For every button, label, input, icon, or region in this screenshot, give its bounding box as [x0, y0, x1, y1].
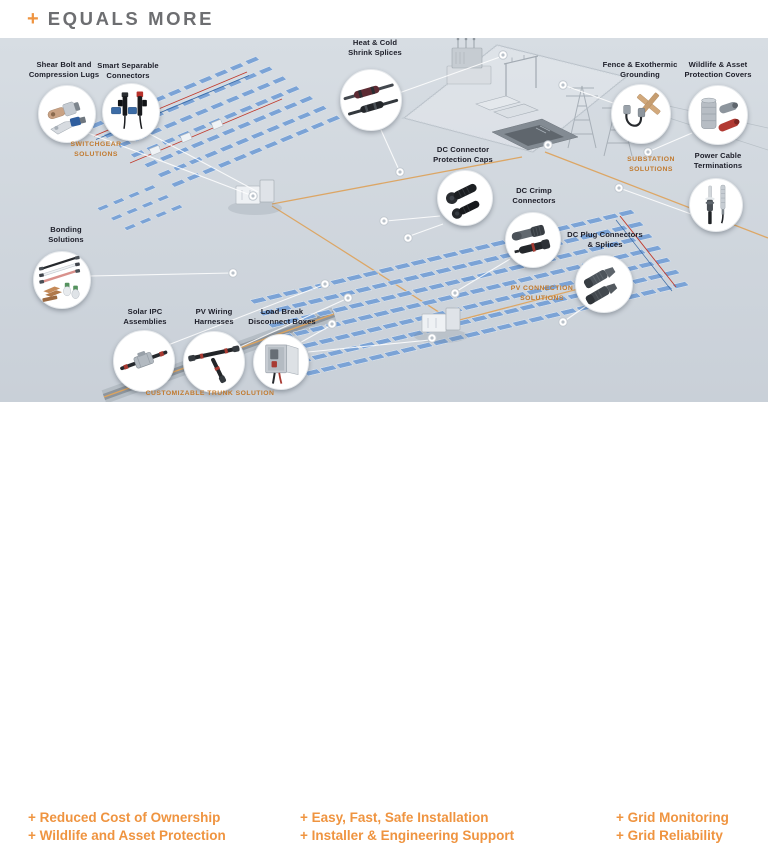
footer-band: + Reduced Cost of Ownership + Wildlife a… [0, 402, 768, 450]
callout-label: Bonding Solutions [16, 225, 116, 245]
callout-label: Heat & Cold Shrink Splices [325, 38, 425, 58]
footer-benefits-column-1: + Reduced Cost of Ownership + Wildlife a… [28, 809, 226, 844]
ipc-assemblies-illustration [113, 330, 175, 392]
page-title: EQUALS MORE [48, 8, 214, 30]
callout-label: Wildlife & Asset Protection Covers [668, 60, 768, 80]
callout-label: Smart Separable Connectors [78, 61, 178, 81]
crimp-connectors-illustration [505, 212, 561, 268]
benefit-item: + Easy, Fast, Safe Installation [300, 809, 514, 827]
terminations-illustration [689, 178, 743, 232]
category-switchgear-solutions: SWITCHGEAR SOLUTIONS [46, 140, 146, 159]
grounding-illustration [611, 84, 671, 144]
benefit-item: + Installer & Engineering Support [300, 827, 514, 844]
separable-connectors-illustration [102, 83, 160, 141]
benefit-item: + Reduced Cost of Ownership [28, 809, 226, 827]
disconnect-box-illustration [253, 334, 309, 390]
plus-icon: + [27, 8, 39, 31]
header-bar: + EQUALS MORE [0, 0, 768, 38]
callout-label: Load Break Disconnect Boxes [232, 307, 332, 327]
footer-benefits-column-3: + Grid Monitoring + Grid Reliability [616, 809, 729, 844]
category-customizable-trunk-solution: CUSTOMIZABLE TRUNK SOLUTION [110, 389, 310, 399]
wiring-harness-illustration [183, 331, 245, 393]
category-pv-connection-solutions: PV CONNECTION SOLUTIONS [492, 284, 592, 303]
benefit-item: + Grid Monitoring [616, 809, 729, 827]
callout-label: DC Connector Protection Caps [413, 145, 513, 165]
footer-benefits-column-2: + Easy, Fast, Safe Installation + Instal… [300, 809, 514, 844]
protection-covers-illustration [688, 85, 748, 145]
shrink-splices-illustration [340, 69, 402, 131]
compression-lugs-illustration [38, 85, 96, 143]
benefit-item: + Grid Reliability [616, 827, 729, 844]
callout-label: DC Crimp Connectors [484, 186, 584, 206]
category-substation-solutions: SUBSTATION SOLUTIONS [601, 155, 701, 174]
callout-label: DC Plug Connectors & Splices [555, 230, 655, 250]
benefit-item: + Wildlife and Asset Protection [28, 827, 226, 844]
bonding-illustration [33, 251, 91, 309]
